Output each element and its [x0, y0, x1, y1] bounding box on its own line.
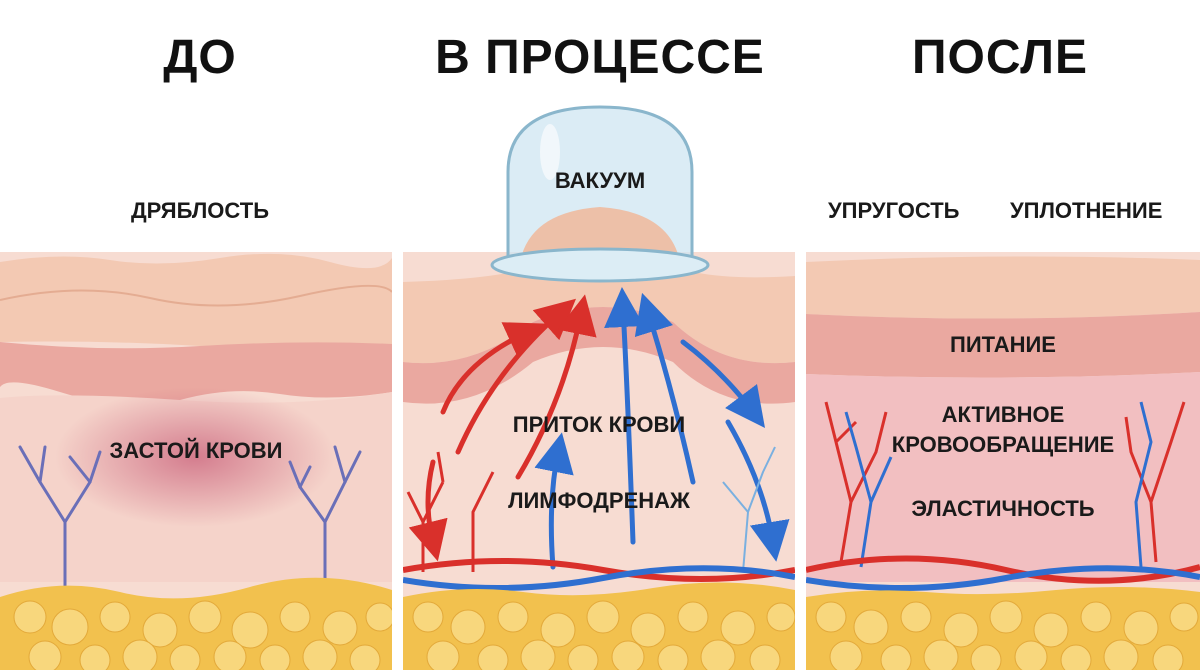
veins: [844, 401, 1153, 568]
vein-left: [18, 445, 102, 594]
skin-after-illustration: [806, 252, 1200, 670]
label-circulation: КРОВООБРАЩЕНИЕ: [891, 432, 1115, 457]
skin-during-illustration: [403, 252, 795, 670]
panel-before: ЗАСТОЙ КРОВИ: [0, 252, 392, 670]
label-compaction: УПЛОТНЕНИЕ: [1010, 198, 1163, 223]
label-vacuum: ВАКУУМ: [554, 168, 646, 193]
heading-before: ДО: [163, 31, 237, 84]
heading-during: В ПРОЦЕССЕ: [435, 31, 765, 84]
label-active: АКТИВНОЕ: [941, 402, 1065, 427]
stagnation-area: [55, 387, 335, 527]
label-blood-stagnation: ЗАСТОЙ КРОВИ: [109, 438, 283, 463]
skin-before-illustration: [0, 252, 392, 670]
label-elasticity: ЭЛАСТИЧНОСТЬ: [911, 496, 1095, 521]
vacuum-cup: ВАКУУМ: [490, 102, 710, 297]
heading-after: ПОСЛЕ: [912, 31, 1088, 84]
fat-cells: [412, 600, 795, 670]
lymph-vessels: [722, 446, 776, 573]
label-flabbiness: ДРЯБЛОСТЬ: [130, 198, 269, 223]
label-blood-flow: ПРИТОК КРОВИ: [512, 412, 686, 437]
fat-cells: [815, 600, 1199, 670]
label-lymph-drainage: ЛИМФОДРЕНАЖ: [508, 488, 690, 513]
label-firmness: УПРУГОСТЬ: [828, 198, 960, 223]
flow-arrows: [408, 287, 790, 570]
panel-after: ПИТАНИЕ АКТИВНОЕ КРОВООБРАЩЕНИЕ ЭЛАСТИЧН…: [806, 252, 1200, 670]
arteries: [406, 451, 495, 572]
fat-cells: [13, 600, 392, 670]
vein-right: [288, 445, 362, 594]
panel-during: ПРИТОК КРОВИ ЛИМФОДРЕНАЖ: [403, 252, 795, 670]
label-nutrition: ПИТАНИЕ: [950, 332, 1056, 357]
arteries: [824, 401, 1186, 563]
